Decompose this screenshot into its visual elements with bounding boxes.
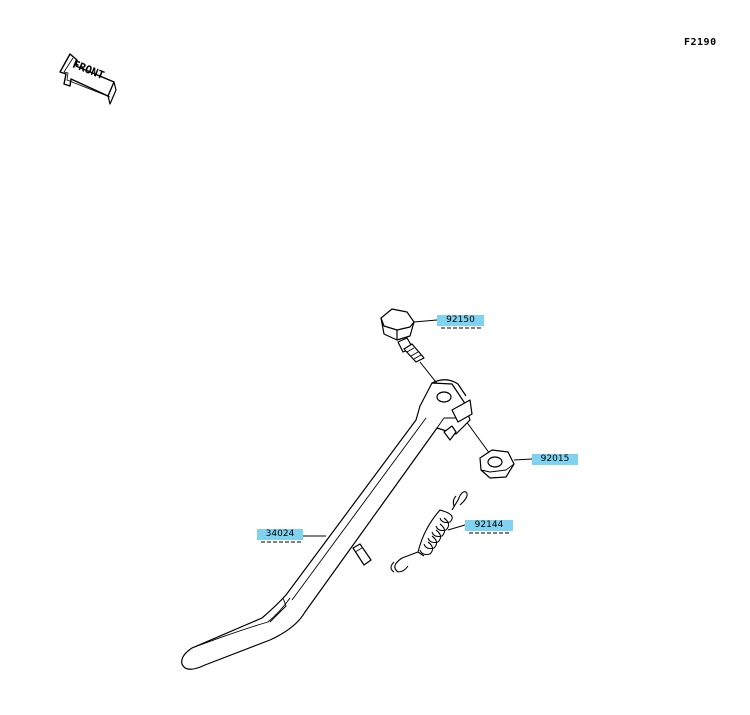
figure-code: F2190	[684, 37, 717, 48]
bolt-92150-drawing	[380, 308, 425, 363]
part-label-92144[interactable]: 92144	[474, 520, 504, 530]
part-label-92150[interactable]: 92150	[446, 315, 475, 325]
label-backgrounds	[257, 315, 578, 540]
front-arrow-icon: FRONT	[59, 53, 117, 105]
side-stand-34024-drawing	[181, 379, 473, 670]
label-underlines	[261, 327, 511, 543]
spring-92144-drawing	[390, 491, 468, 573]
part-label-92015[interactable]: 92015	[540, 454, 570, 464]
part-label-34024[interactable]: 34024	[265, 529, 295, 539]
nut-92015-drawing	[479, 449, 515, 479]
leader-lines	[303, 319, 533, 537]
